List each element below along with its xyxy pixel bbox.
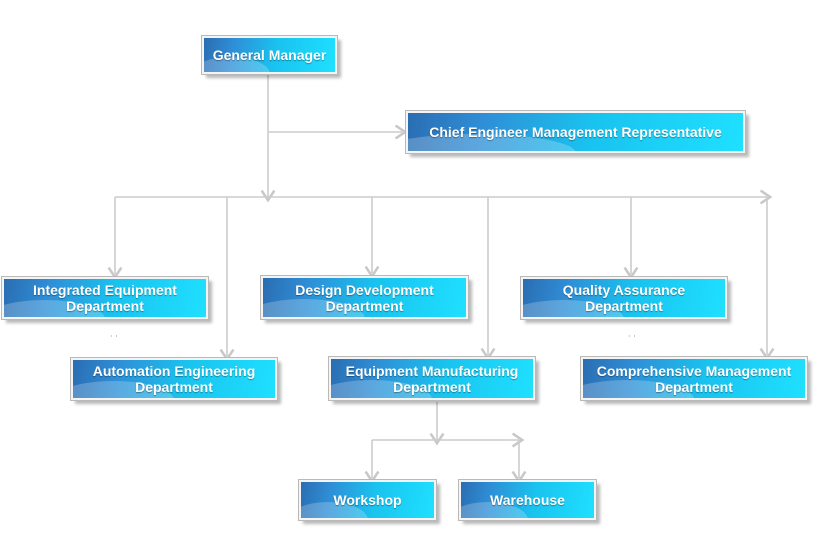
node-label: Integrated Equipment Department [33,282,177,314]
node-quality-assurance: Quality Assurance Department [520,276,728,320]
node-label: Comprehensive Management Department [596,362,792,395]
node-comprehensive-management: Comprehensive Management Department [580,356,808,401]
node-label: Equipment Manufacturing Department [345,362,519,395]
node-label: Warehouse [490,492,565,508]
decorative-dots: · · [628,332,636,341]
node-workshop: Workshop [298,479,437,521]
node-label: Automation Engineering Department [92,363,256,395]
node-label: Design Development Department [295,281,434,314]
node-label: Workshop [333,492,402,508]
node-chief-engineer: Chief Engineer Management Representative [405,110,746,154]
node-integrated-equipment: Integrated Equipment Department [1,276,209,320]
node-equipment-manufacturing: Equipment Manufacturing Department [328,356,536,401]
node-label: Chief Engineer Management Representative [429,124,722,140]
node-label: Quality Assurance Department [562,282,686,314]
decorative-dots: · · [110,332,118,341]
node-warehouse: Warehouse [458,479,597,521]
node-automation-engineering: Automation Engineering Department [70,357,278,401]
node-label: General Manager [212,47,327,63]
node-general-manager: General Manager [201,35,338,75]
node-design-development: Design Development Department [260,275,469,320]
